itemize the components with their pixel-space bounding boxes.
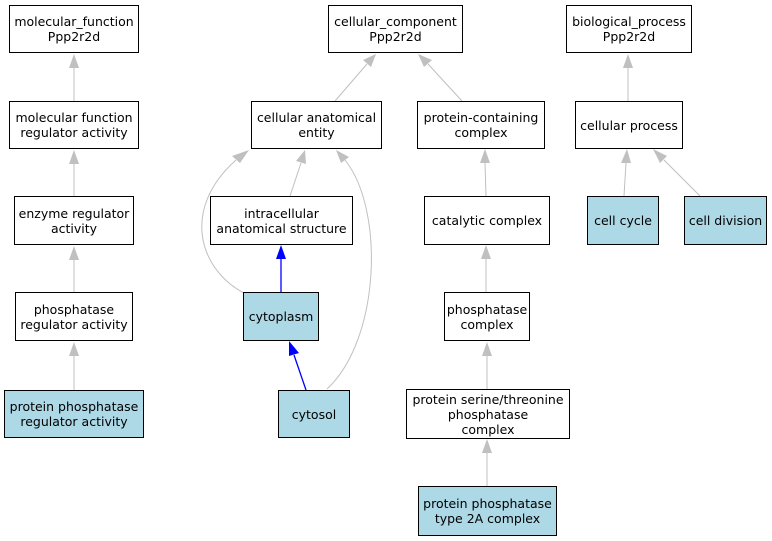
edge-mf-reg-to-mf-root (69, 54, 79, 101)
edge-cellcycle-to-cp (621, 149, 631, 197)
edge-cae-to-cc-root (334, 54, 376, 102)
node-enzyme-regulator-activity[interactable]: enzyme regulator activity (14, 196, 134, 245)
node-molecular-function-regulator-activity[interactable]: molecular function regulator activity (9, 101, 139, 149)
node-cellular-component-root[interactable]: cellular_component Ppp2r2d (328, 5, 463, 53)
node-cytosol[interactable]: cytosol (278, 390, 350, 438)
edge-pstpc-to-phosc (482, 342, 492, 389)
node-intracellular-anatomical-structure[interactable]: intracellular anatomical structure (210, 196, 353, 245)
edge-enz-reg-to-mf-reg (69, 150, 79, 196)
node-protein-serine-threonine-phosphatase-complex[interactable]: protein serine/threonine phosphatase com… (406, 389, 570, 439)
edge-pp2a-to-pstpc (482, 439, 492, 486)
node-protein-phosphatase-regulator-activity[interactable]: protein phosphatase regulator activity (4, 390, 144, 438)
node-biological-process-root[interactable]: biological_process Ppp2r2d (566, 5, 692, 53)
node-phosphatase-regulator-activity[interactable]: phosphatase regulator activity (15, 292, 133, 341)
edge-cytoplasm-to-ias (276, 245, 286, 292)
edge-cytosol-to-cytoplasm (289, 341, 307, 391)
node-protein-phosphatase-type-2a-complex[interactable]: protein phosphatase type 2A complex (418, 486, 557, 536)
node-cellular-anatomical-entity[interactable]: cellular anatomical entity (251, 101, 382, 149)
node-catalytic-complex[interactable]: catalytic complex (424, 196, 550, 245)
edge-phos-reg-to-enz-reg (69, 246, 79, 292)
edge-cytosol-to-cae (326, 150, 372, 390)
node-molecular-function-root[interactable]: molecular_function Ppp2r2d (9, 5, 139, 53)
edge-celldiv-to-cp (653, 149, 701, 197)
edge-cytoplasm-to-cae (201, 150, 249, 294)
node-phosphatase-complex[interactable]: phosphatase complex (444, 292, 530, 341)
node-cell-cycle[interactable]: cell cycle (587, 196, 659, 245)
edge-pcc-to-cc-root (418, 54, 463, 102)
edge-phosc-to-catc (481, 245, 491, 292)
node-cellular-process[interactable]: cellular process (575, 101, 683, 149)
node-protein-containing-complex[interactable]: protein-containing complex (417, 101, 545, 149)
node-cytoplasm[interactable]: cytoplasm (243, 292, 319, 341)
node-cell-division[interactable]: cell division (684, 196, 767, 245)
edge-ias-to-cae (289, 150, 306, 197)
edge-cp-to-bp-root (623, 54, 633, 101)
edge-pp-reg-to-phos-reg (69, 342, 79, 390)
edge-catc-to-pcc (480, 149, 490, 197)
